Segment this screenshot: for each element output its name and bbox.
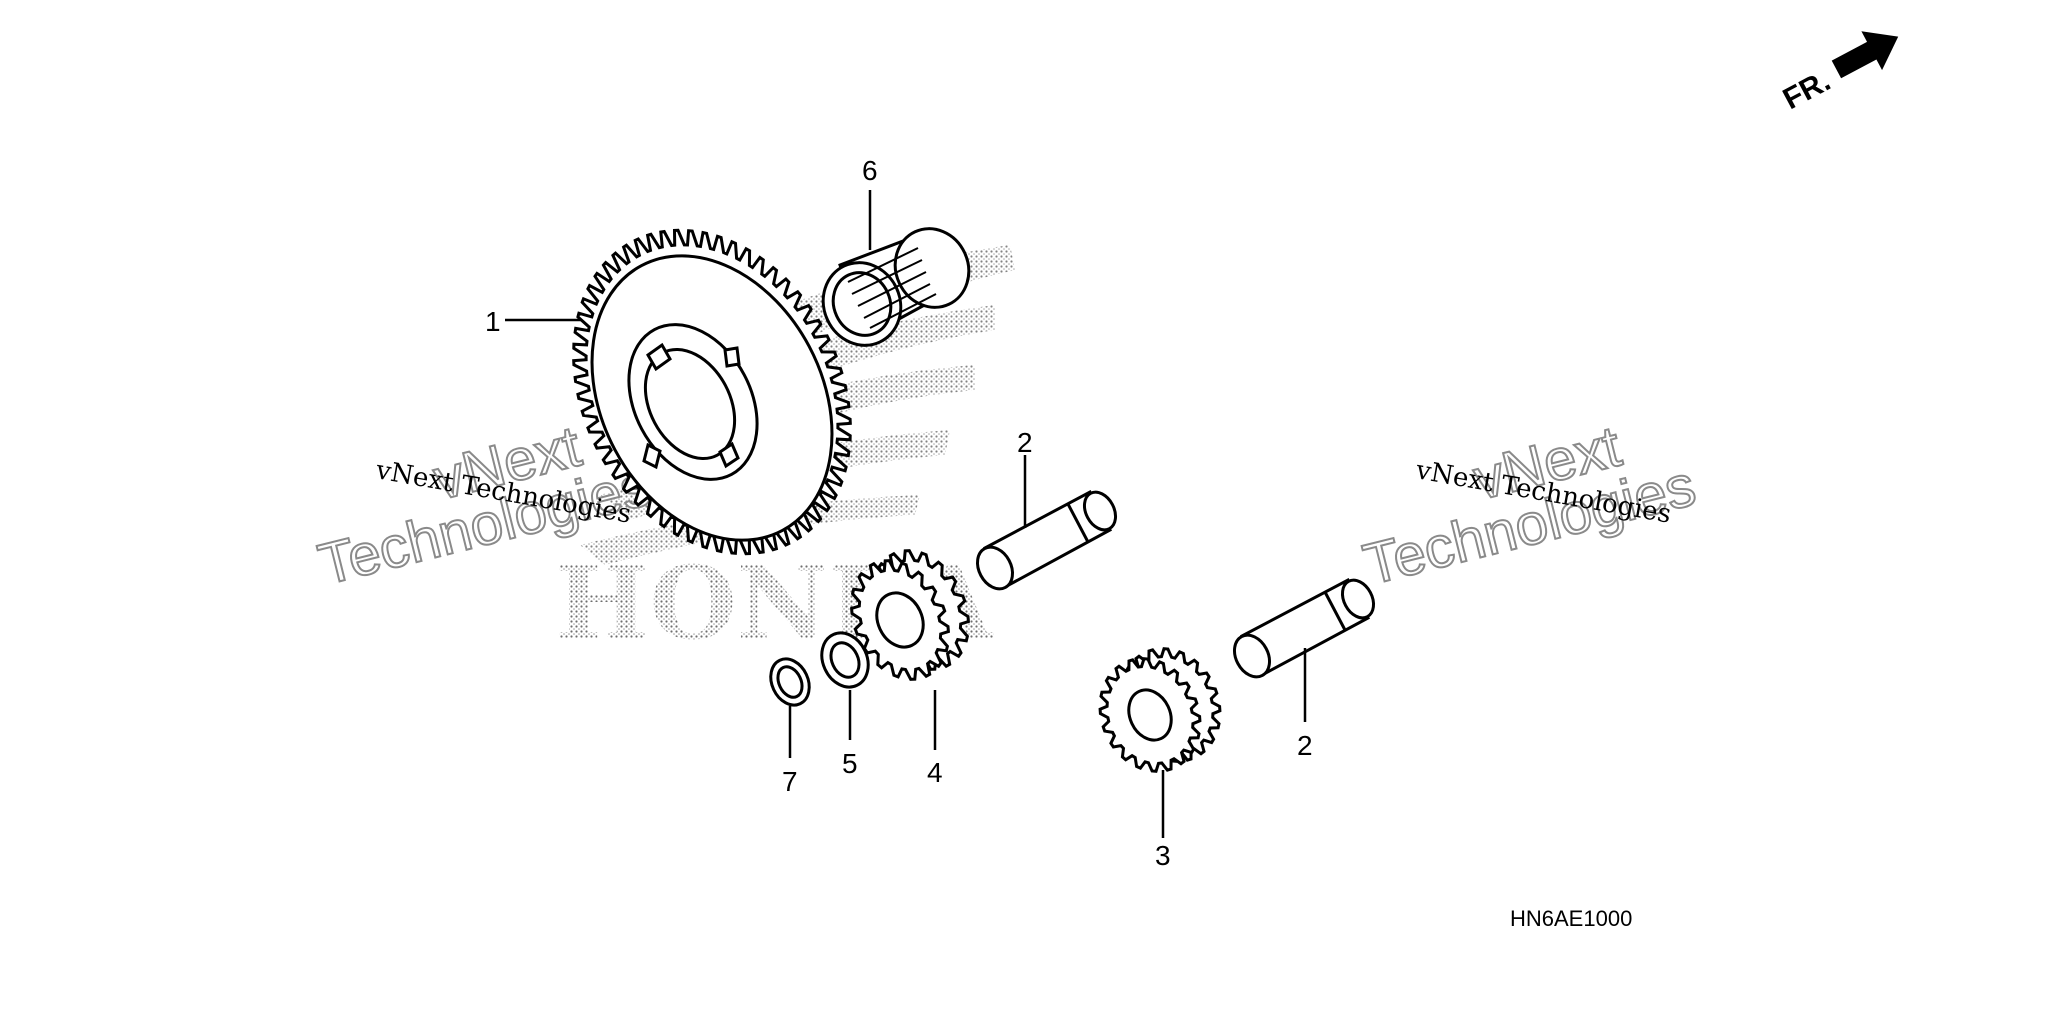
front-direction-indicator: FR. (1778, 31, 1899, 116)
diagram-code: HN6AE1000 (1510, 906, 1632, 931)
part-1-large-gear (572, 228, 852, 556)
part-2-shaft-lower (1232, 577, 1376, 679)
part-6-needle-bearing (821, 227, 971, 347)
part-4-idle-gear (850, 549, 970, 681)
callout-2-lower: 2 (1297, 730, 1313, 761)
callout-7: 7 (782, 766, 798, 797)
arrow-right-icon (1831, 31, 1899, 79)
callout-6: 6 (862, 155, 878, 186)
part-2-shaft-upper (975, 489, 1118, 591)
callout-4: 4 (927, 757, 943, 788)
callout-2-upper: 2 (1017, 427, 1033, 458)
leader-lines (505, 190, 1307, 838)
part-7-snap-ring (769, 657, 811, 707)
front-label: FR. (1778, 64, 1836, 116)
callout-1: 1 (485, 306, 501, 337)
watermark-right: vNext Technologies vNext Technologies (1356, 413, 1702, 599)
callout-5: 5 (842, 748, 858, 779)
part-3-gear (1098, 647, 1222, 773)
callout-3: 3 (1155, 840, 1171, 871)
part-5-washer (820, 631, 870, 689)
